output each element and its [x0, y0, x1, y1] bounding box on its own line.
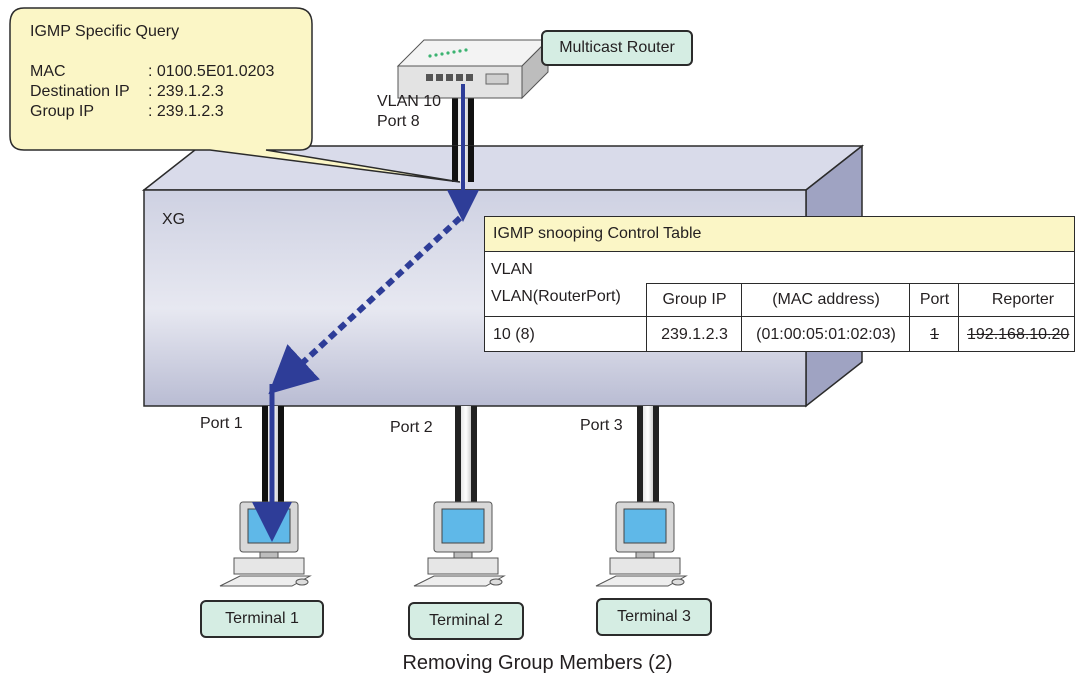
figure-caption: Removing Group Members (2)	[402, 652, 673, 674]
query-arrow-forward	[268, 215, 463, 395]
cell-vlan: 10 (8)	[493, 326, 535, 343]
port3-cable	[637, 406, 659, 510]
cell-group-ip: 239.1.2.3	[646, 316, 742, 351]
router-vlan-label: VLAN 10	[377, 93, 442, 110]
cell-mac-address: (01:00:05:01:02:03)	[741, 316, 910, 351]
header-port: Port	[909, 283, 959, 317]
callout-title: IGMP Specific Query	[30, 23, 180, 40]
port-2-label: Port 2	[390, 419, 433, 436]
callout-row-mac: MAC : 0100.5E01.0203	[30, 62, 274, 82]
callout-key: Destination IP	[30, 83, 130, 100]
router-icon	[396, 38, 550, 100]
callout-key: MAC	[30, 63, 66, 80]
table-title: IGMP snooping Control Table	[485, 217, 1074, 252]
header-mac-address: (MAC address)	[741, 283, 910, 317]
terminal-3-label: Terminal 3	[596, 598, 712, 636]
computer-icon	[595, 501, 688, 587]
igmp-snooping-control-table: IGMP snooping Control Table VLAN VLAN(Ro…	[484, 216, 1075, 352]
cell-reporter-removed: 192.168.10.20	[958, 316, 1074, 351]
callout-value: : 0100.5E01.0203	[148, 63, 275, 80]
cell-port-removed: 1	[909, 316, 959, 351]
callout-key: Group IP	[30, 103, 95, 120]
port-1-label: Port 1	[200, 415, 243, 432]
callout-row-destination-ip: Destination IP : 239.1.2.3	[30, 82, 274, 102]
callout-row-group-ip: Group IP : 239.1.2.3	[30, 102, 274, 122]
header-group-ip: Group IP	[646, 283, 742, 317]
port2-cable	[455, 406, 477, 510]
table-divider	[485, 316, 646, 317]
callout-value: : 239.1.2.3	[148, 103, 224, 120]
terminal-1-label: Terminal 1	[200, 600, 324, 638]
igmp-query-callout	[9, 7, 461, 183]
switch-label: XG	[162, 211, 186, 228]
header-reporter: Reporter	[958, 283, 1074, 317]
port-3-label: Port 3	[580, 417, 623, 434]
multicast-router-label: Multicast Router	[541, 30, 693, 66]
router-port-label: Port 8	[377, 113, 420, 130]
computer-icon	[413, 501, 506, 587]
header-vlan-router-port: VLAN(RouterPort)	[491, 288, 621, 305]
computer-icon	[219, 501, 312, 587]
callout-value: : 239.1.2.3	[148, 83, 224, 100]
table-vlan-label: VLAN	[491, 261, 533, 278]
callout-content: IGMP Specific Query MAC: 0100.5E01.0203 …	[30, 22, 274, 122]
terminal-2-label: Terminal 2	[408, 602, 524, 640]
